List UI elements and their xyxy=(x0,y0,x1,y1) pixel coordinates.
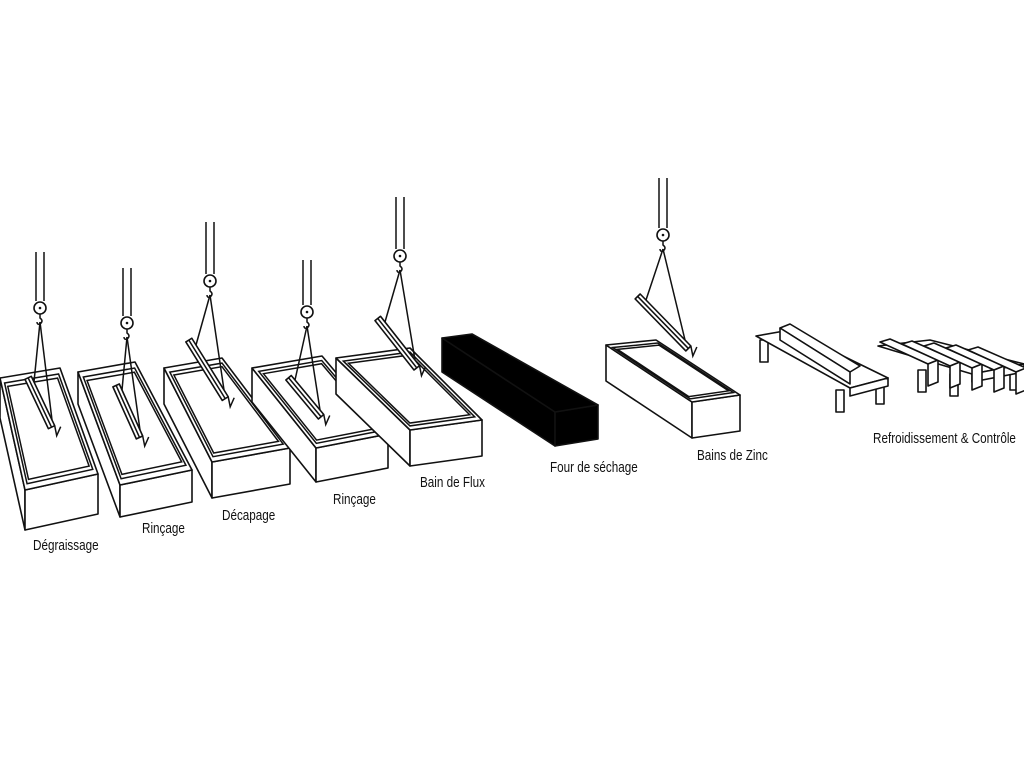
pulley-axle xyxy=(208,279,212,283)
tank-top xyxy=(441,333,599,413)
four-de-sechage-oven xyxy=(441,333,599,447)
pallet-leg xyxy=(759,339,769,363)
tank-bains-de-zinc xyxy=(605,339,741,439)
pulley-axle xyxy=(125,321,129,325)
cooled-beam-1 xyxy=(779,323,861,385)
sling xyxy=(209,294,225,391)
pulley-axle xyxy=(661,233,665,237)
steel-beam-end xyxy=(1015,367,1024,395)
sling xyxy=(195,294,211,346)
tank-rim xyxy=(610,342,736,400)
hoist-5 xyxy=(374,197,427,379)
tank-rim xyxy=(346,354,472,424)
sling xyxy=(121,336,128,391)
pallet-leg xyxy=(917,369,927,393)
stage-label-bain-de-flux: Bain de Flux xyxy=(420,474,485,491)
stage-label-four-de-sechage: Four de séchage xyxy=(550,459,638,476)
stage-label-rincage-2: Rinçage xyxy=(333,491,376,508)
pallet-edge xyxy=(849,377,889,397)
stage-label-rincage-1: Rinçage xyxy=(142,520,185,537)
tank-top xyxy=(335,347,483,431)
steel-beam xyxy=(967,346,1024,373)
stage-label-degraissage: Dégraissage xyxy=(33,537,99,554)
hoist-zinc xyxy=(634,178,698,359)
tank-bain-de-flux xyxy=(335,347,483,467)
tank-rim xyxy=(3,373,94,485)
sling xyxy=(384,269,401,323)
hoist-4 xyxy=(285,260,331,427)
sling xyxy=(306,325,321,411)
beam-edge xyxy=(188,339,226,399)
tank-rim xyxy=(86,371,183,476)
beam-flange xyxy=(323,414,331,427)
sling xyxy=(39,321,53,421)
beam-edge xyxy=(287,377,322,418)
tank-rim xyxy=(615,344,731,398)
beam-edge xyxy=(115,385,141,438)
beam-flange xyxy=(53,425,62,439)
sling xyxy=(126,336,141,431)
stage-label-refroidissement: Refroidissement & Contrôle xyxy=(873,430,1016,447)
cooled-beam xyxy=(945,344,1005,393)
beam-flange xyxy=(227,396,235,410)
sling xyxy=(645,248,664,301)
sling xyxy=(294,325,308,381)
cooled-beam xyxy=(901,340,961,389)
beam-flange xyxy=(418,365,427,379)
sling xyxy=(662,248,686,341)
cooled-beam xyxy=(923,342,983,391)
beam-edge xyxy=(377,318,418,369)
tank-top xyxy=(605,339,741,403)
stage-label-bains-de-zinc: Bains de Zinc xyxy=(697,447,768,464)
steel-beam-end xyxy=(993,365,1005,393)
hoist-1 xyxy=(24,252,62,439)
hoist-2 xyxy=(112,268,150,449)
pulley-axle xyxy=(38,306,42,310)
tank-rim xyxy=(6,377,91,481)
beam-flange xyxy=(690,345,698,359)
sling xyxy=(33,321,41,383)
steel-beam-end xyxy=(971,363,983,391)
tank-rim xyxy=(341,351,477,427)
pulley-axle xyxy=(398,254,402,258)
steel-beam-web xyxy=(779,327,851,385)
hoist-3 xyxy=(185,222,235,410)
tank-rim xyxy=(82,367,188,480)
steel-beam-end xyxy=(927,359,939,387)
pallet-leg xyxy=(835,389,845,413)
beam-edge xyxy=(27,377,53,428)
beam-edge xyxy=(637,295,689,349)
beam-flange xyxy=(141,435,150,449)
cooled-beam xyxy=(967,346,1024,395)
steel-beam-end xyxy=(949,361,961,389)
pulley-axle xyxy=(305,310,309,314)
stage-label-decapage: Décapage xyxy=(222,507,275,524)
sling xyxy=(399,269,416,361)
